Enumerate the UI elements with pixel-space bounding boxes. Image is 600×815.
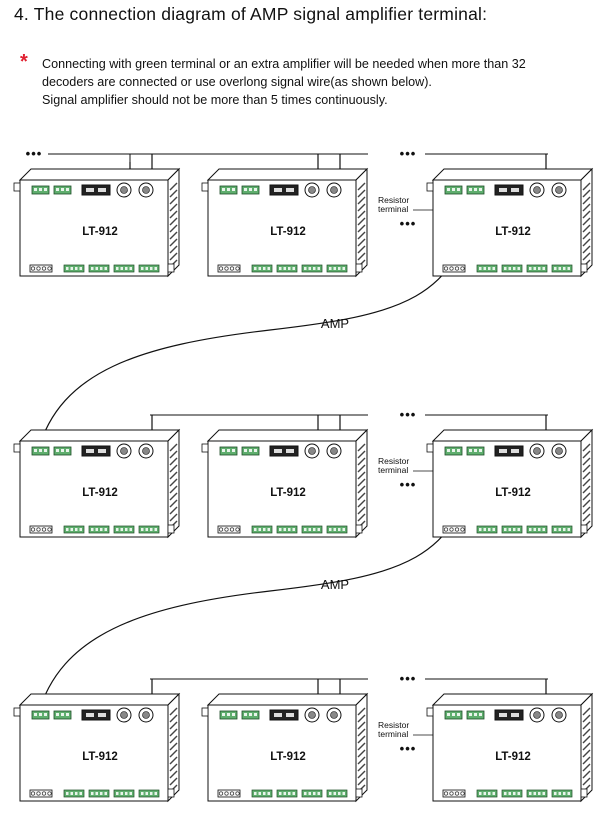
output-terminal-icon: [113, 525, 135, 534]
output-terminal-icon: [63, 264, 85, 273]
power-terminal-icon: [29, 264, 53, 273]
power-terminal-icon: [442, 525, 466, 534]
power-terminal-icon: [442, 789, 466, 798]
device-model-label: LT-912: [495, 226, 531, 238]
output-terminal-icon: [551, 789, 573, 798]
output-terminal-icon: [476, 789, 498, 798]
ellipsis-middle: •••: [400, 477, 417, 492]
rj45-port-icon: [269, 184, 299, 196]
output-terminal-icon: [326, 264, 348, 273]
output-terminal-icon: [476, 264, 498, 273]
ellipsis-top: •••: [400, 407, 417, 422]
output-terminal-icon: [113, 789, 135, 798]
amp-label: AMP: [321, 577, 349, 592]
output-terminal-icon: [276, 264, 298, 273]
decoder-device: LT-912: [13, 692, 181, 803]
output-terminal-icon: [251, 789, 273, 798]
ellipsis-middle: •••: [400, 216, 417, 231]
resistor-label: Resistor: [378, 720, 409, 730]
output-terminal-icon: [138, 525, 160, 534]
output-terminal-icon: [251, 264, 273, 273]
resistor-label: Resistor: [378, 195, 409, 205]
power-terminal-icon: [442, 264, 466, 273]
decoder-device: LT-912: [426, 167, 594, 278]
output-terminal-icon: [276, 789, 298, 798]
output-terminal-icon: [301, 264, 323, 273]
rj45-port-icon: [81, 709, 111, 721]
output-terminal-icon: [88, 264, 110, 273]
decoder-device: LT-912: [201, 692, 369, 803]
output-terminal-icon: [326, 525, 348, 534]
output-terminal-icon: [301, 525, 323, 534]
amp-label: AMP: [321, 316, 349, 331]
device-model-label: LT-912: [495, 751, 531, 763]
note-line-1: Connecting with green terminal or an ext…: [42, 57, 526, 71]
device-model-label: LT-912: [270, 226, 306, 238]
rj45-port-icon: [81, 184, 111, 196]
decoder-device: LT-912: [201, 428, 369, 539]
section-heading: 4. The connection diagram of AMP signal …: [14, 4, 488, 24]
power-terminal-icon: [29, 789, 53, 798]
output-terminal-icon: [88, 525, 110, 534]
device-model-label: LT-912: [82, 751, 118, 763]
output-terminal-icon: [501, 525, 523, 534]
output-terminal-icon: [63, 525, 85, 534]
output-terminal-icon: [526, 525, 548, 534]
output-terminal-icon: [551, 264, 573, 273]
power-terminal-icon: [217, 789, 241, 798]
decoder-device: LT-912: [426, 692, 594, 803]
device-model-label: LT-912: [270, 487, 306, 499]
output-terminal-icon: [63, 789, 85, 798]
rj45-port-icon: [494, 445, 524, 457]
power-terminal-icon: [29, 525, 53, 534]
asterisk-icon: *: [20, 51, 28, 73]
resistor-label: terminal: [378, 204, 408, 214]
ellipsis-top: •••: [400, 146, 417, 161]
output-terminal-icon: [526, 789, 548, 798]
ellipsis-top: •••: [400, 671, 417, 686]
rj45-port-icon: [494, 184, 524, 196]
decoder-device: LT-912: [13, 167, 181, 278]
output-terminal-icon: [251, 525, 273, 534]
rj45-port-icon: [269, 709, 299, 721]
output-terminal-icon: [476, 525, 498, 534]
output-terminal-icon: [138, 264, 160, 273]
device-model-label: LT-912: [495, 487, 531, 499]
output-terminal-icon: [276, 525, 298, 534]
output-terminal-icon: [326, 789, 348, 798]
power-terminal-icon: [217, 525, 241, 534]
output-terminal-icon: [301, 789, 323, 798]
output-terminal-icon: [138, 789, 160, 798]
resistor-label: terminal: [378, 465, 408, 475]
output-terminal-icon: [526, 264, 548, 273]
note-line-3: Signal amplifier should not be more than…: [42, 93, 388, 107]
output-terminal-icon: [501, 789, 523, 798]
ellipsis-middle: •••: [400, 741, 417, 756]
output-terminal-icon: [501, 264, 523, 273]
device-model-label: LT-912: [82, 226, 118, 238]
device-model-label: LT-912: [270, 751, 306, 763]
output-terminal-icon: [551, 525, 573, 534]
output-terminal-icon: [88, 789, 110, 798]
note-text: Connecting with green terminal or an ext…: [42, 55, 598, 109]
power-terminal-icon: [217, 264, 241, 273]
decoder-device: LT-912: [201, 167, 369, 278]
device-model-label: LT-912: [82, 487, 118, 499]
resistor-label: Resistor: [378, 456, 409, 466]
rj45-port-icon: [494, 709, 524, 721]
note-line-2: decoders are connected or use overlong s…: [42, 75, 432, 89]
resistor-label: terminal: [378, 729, 408, 739]
decoder-device: LT-912: [13, 428, 181, 539]
ellipsis-left: •••: [26, 146, 43, 161]
decoder-device: LT-912: [426, 428, 594, 539]
rj45-port-icon: [81, 445, 111, 457]
output-terminal-icon: [113, 264, 135, 273]
rj45-port-icon: [269, 445, 299, 457]
